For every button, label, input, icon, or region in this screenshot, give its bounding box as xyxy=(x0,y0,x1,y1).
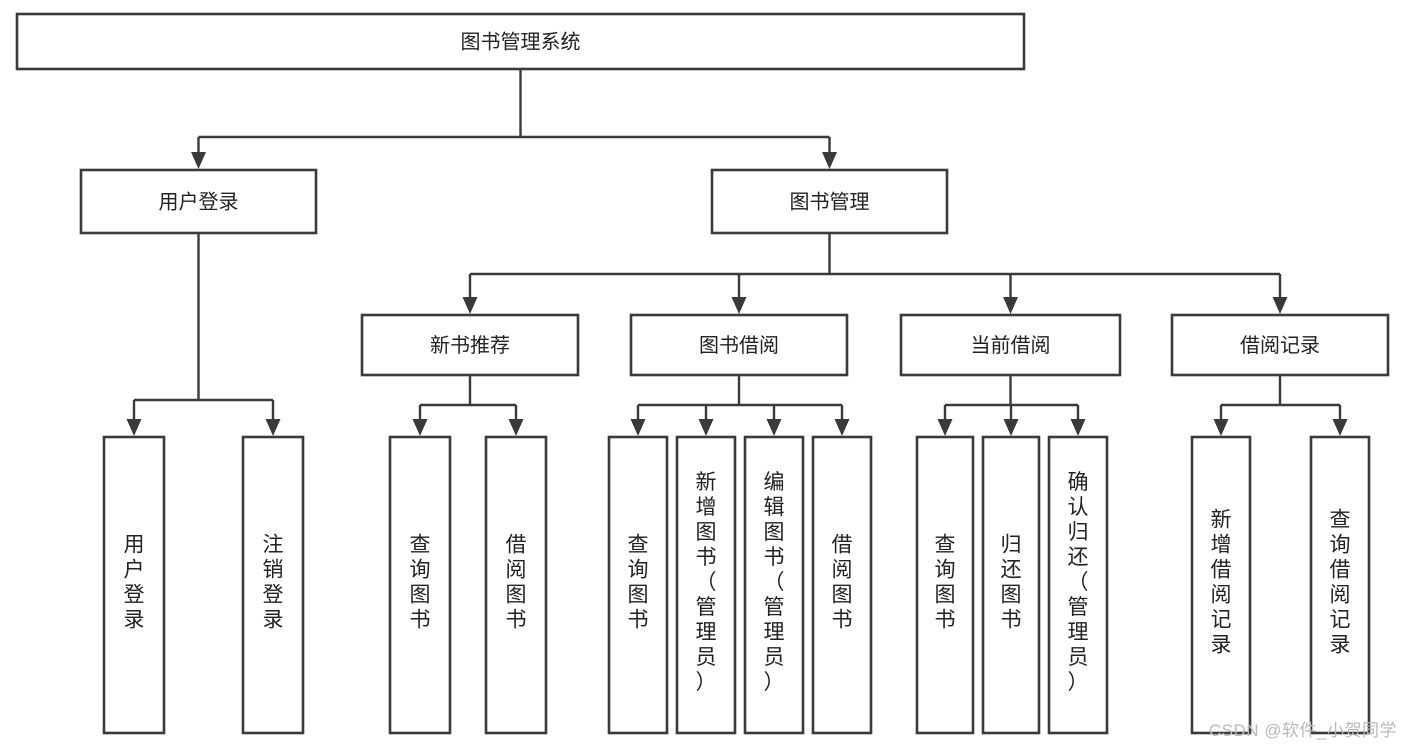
connector-layer xyxy=(126,69,1348,436)
node-leaf-borrow-book-1-label: 借阅图书 xyxy=(506,534,527,632)
node-leaf-query-record-label: 查询借阅记录 xyxy=(1330,509,1351,657)
node-leaf-query-book-2-box xyxy=(607,435,669,735)
node-user-login-box xyxy=(79,168,318,235)
node-book-borrow-box xyxy=(629,313,849,377)
node-leaf-borrow-book-2-label: 借阅图书 xyxy=(832,534,853,632)
node-leaf-return-book[interactable]: 归还图书 xyxy=(981,435,1041,735)
node-leaf-add-record-box xyxy=(1190,435,1252,735)
node-new-book-rec-label: 新书推荐 xyxy=(430,334,510,357)
node-user-login[interactable]: 用户登录 xyxy=(79,168,318,235)
node-root-system-label: 图书管理系统 xyxy=(461,31,581,54)
node-leaf-user-login[interactable]: 用户登录 xyxy=(102,435,166,735)
node-book-borrow-label: 图书借阅 xyxy=(699,334,779,357)
node-leaf-borrow-book-2-box xyxy=(811,435,873,735)
node-leaf-add-record[interactable]: 新增借阅记录 xyxy=(1190,435,1252,735)
node-leaf-query-book-1-label: 查询图书 xyxy=(410,534,431,632)
node-leaf-add-book-box xyxy=(675,435,737,735)
node-layer: 图书管理系统用户登录图书管理新书推荐图书借阅当前借阅借阅记录用户登录注销登录查询… xyxy=(15,12,1390,735)
node-leaf-add-record-label: 新增借阅记录 xyxy=(1211,509,1232,657)
node-leaf-query-book-3-label: 查询图书 xyxy=(935,534,956,632)
node-leaf-borrow-book-1[interactable]: 借阅图书 xyxy=(484,435,548,735)
node-leaf-confirm-return-box xyxy=(1047,435,1109,735)
csdn-watermark: CSDN @软件_小贺同学 xyxy=(1208,721,1397,740)
node-leaf-query-book-1-box xyxy=(388,435,452,735)
node-leaf-borrow-book-1-box xyxy=(484,435,548,735)
node-leaf-add-book-label: 新增图书（管理员） xyxy=(696,471,717,694)
node-new-book-rec-box xyxy=(360,313,580,377)
node-leaf-edit-book-label: 编辑图书（管理员） xyxy=(764,471,785,694)
node-book-manage-label: 图书管理 xyxy=(790,191,870,214)
node-current-borrow-box xyxy=(899,313,1122,377)
node-current-borrow-label: 当前借阅 xyxy=(971,334,1051,357)
node-leaf-edit-book-box xyxy=(743,435,805,735)
node-current-borrow[interactable]: 当前借阅 xyxy=(899,313,1122,377)
node-leaf-logout-label: 注销登录 xyxy=(263,534,284,632)
node-borrow-record-label: 借阅记录 xyxy=(1240,334,1320,357)
node-leaf-query-record-box xyxy=(1309,435,1371,735)
node-book-manage[interactable]: 图书管理 xyxy=(710,168,949,235)
node-root-system-box xyxy=(15,12,1026,71)
node-leaf-query-book-3[interactable]: 查询图书 xyxy=(915,435,975,735)
node-leaf-add-book[interactable]: 新增图书（管理员） xyxy=(675,435,737,735)
node-leaf-confirm-return-label: 确认归还（管理员） xyxy=(1068,471,1089,694)
node-leaf-query-book-3-box xyxy=(915,435,975,735)
node-leaf-confirm-return[interactable]: 确认归还（管理员） xyxy=(1047,435,1109,735)
node-book-manage-box xyxy=(710,168,949,235)
node-leaf-user-login-label: 用户登录 xyxy=(124,534,145,632)
node-leaf-query-book-2[interactable]: 查询图书 xyxy=(607,435,669,735)
node-leaf-query-record[interactable]: 查询借阅记录 xyxy=(1309,435,1371,735)
node-borrow-record[interactable]: 借阅记录 xyxy=(1170,313,1390,377)
node-new-book-rec[interactable]: 新书推荐 xyxy=(360,313,580,377)
node-leaf-logout[interactable]: 注销登录 xyxy=(241,435,305,735)
node-leaf-edit-book[interactable]: 编辑图书（管理员） xyxy=(743,435,805,735)
node-leaf-logout-box xyxy=(241,435,305,735)
node-borrow-record-box xyxy=(1170,313,1390,377)
node-book-borrow[interactable]: 图书借阅 xyxy=(629,313,849,377)
node-leaf-return-book-label: 归还图书 xyxy=(1001,534,1022,632)
node-leaf-query-book-2-label: 查询图书 xyxy=(628,534,649,632)
node-leaf-return-book-box xyxy=(981,435,1041,735)
node-root-system[interactable]: 图书管理系统 xyxy=(15,12,1026,71)
node-user-login-label: 用户登录 xyxy=(159,191,239,214)
node-leaf-user-login-box xyxy=(102,435,166,735)
node-leaf-query-book-1[interactable]: 查询图书 xyxy=(388,435,452,735)
node-leaf-borrow-book-2[interactable]: 借阅图书 xyxy=(811,435,873,735)
